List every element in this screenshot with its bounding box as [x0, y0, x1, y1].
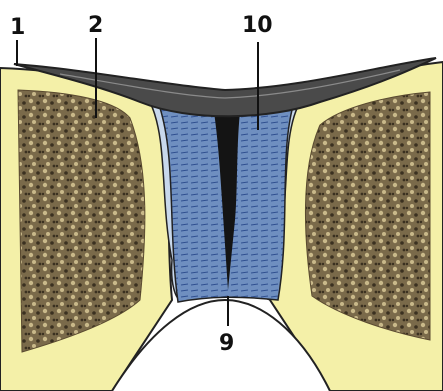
label-1: 1 — [10, 15, 25, 40]
label-10: 10 — [242, 13, 273, 38]
label-9: 9 — [219, 331, 234, 356]
right-spongy-bone — [305, 92, 430, 340]
label-2: 2 — [88, 13, 103, 38]
